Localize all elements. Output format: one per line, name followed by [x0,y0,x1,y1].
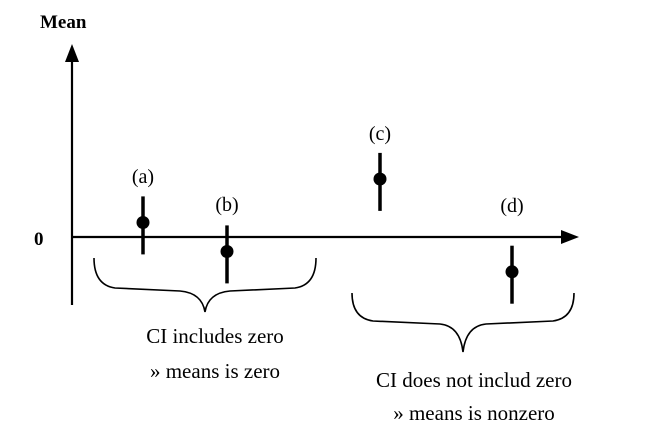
note-includes-zero-line2: » means is zero [150,359,280,383]
mean-dot-a [136,216,150,229]
point-d: (d) [500,195,524,304]
note-includes-zero-line1: CI includes zero [146,324,284,348]
note-excludes-zero-line2: » means is nonzero [393,401,555,425]
mean-dot-d [505,265,519,279]
brace-includes-zero [93,257,317,313]
point-b: (b) [215,194,239,284]
point-c: (c) [369,123,391,211]
brace-excludes-zero [351,292,575,353]
note-excludes-zero-line1: CI does not includ zero [376,368,572,392]
point-label-b: (b) [215,194,238,216]
point-label-c: (c) [369,123,391,145]
point-label-d: (d) [500,195,523,217]
zero-label: 0 [34,229,44,250]
y-axis-label: Mean [40,12,87,33]
mean-dot-c [373,172,387,186]
y-axis-arrowhead [65,44,79,62]
mean-dot-b [220,245,234,258]
point-label-a: (a) [132,166,154,188]
point-a: (a) [132,166,154,255]
x-axis-arrowhead [561,230,579,244]
